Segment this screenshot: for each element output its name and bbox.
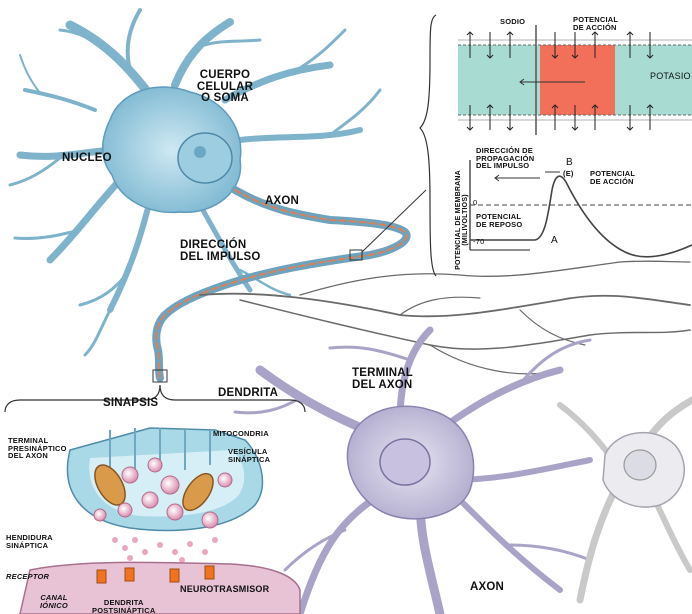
label-axon-top: AXON (265, 196, 299, 208)
graph-ylabel: POTENCIAL DE MEMBRANA (MILIVOLTIOS) (455, 145, 469, 295)
label-terminal-axon: TERMINAL DEL AXON (352, 368, 413, 391)
action-potential-graph (470, 160, 692, 257)
label-potencial-reposo: POTENCIAL DE REPOSO (476, 213, 522, 228)
tick-minus-70: -70 (473, 238, 484, 246)
label-direccion-impulso: DIRECCIÓN DEL IMPULSO (180, 240, 261, 263)
label-point-b: b (566, 158, 573, 168)
label-mitocondria: MITOCONDRIA (213, 430, 269, 438)
label-direccion-propagacion: DIRECCIÓN DE PROPAGACIÓN DEL IMPULSO (476, 147, 534, 170)
label-canal-ionico: CANAL IÓNICO (40, 594, 68, 609)
label-point-a: a (551, 236, 558, 246)
label-nucleo: NUCLEO (62, 153, 112, 165)
label-dendrita-postsinaptica: DENDRITA POSTSINÁPTICA (92, 599, 155, 614)
axon-terminal-branches (200, 261, 690, 374)
label-dendrita: DENDRITA (218, 388, 278, 400)
label-terminal-presinaptico: TERMINAL PRESINÁPTICO DEL AXON (8, 437, 67, 460)
tick-zero: 0 (473, 199, 477, 207)
label-receptor: RECEPTOR (6, 573, 49, 581)
label-axon-bottom: AXON (470, 582, 504, 594)
label-potencial-accion-top: POTENCIAL DE ACCIÓN (573, 16, 618, 31)
nucleus (178, 133, 232, 183)
label-vesicula-sinaptica: VESÍCULA SINÁPTICA (228, 448, 270, 463)
label-neurotransmisor: NEUROTRASMISOR (180, 585, 269, 594)
label-potencial-accion-graph: POTENCIAL DE ACCIÓN (590, 170, 635, 185)
label-sodio: SODIO (500, 18, 525, 26)
label-arrow-e: (e) (563, 170, 574, 178)
label-potasio: POTASIO (650, 72, 691, 81)
label-sinapsis: SINAPSIS (103, 398, 158, 410)
label-cuerpo-celular: CUERPO CELULAR O SOMA (170, 70, 280, 105)
label-hendidura-sinaptica: HENDIDURA SINÁPTICA (6, 534, 53, 549)
